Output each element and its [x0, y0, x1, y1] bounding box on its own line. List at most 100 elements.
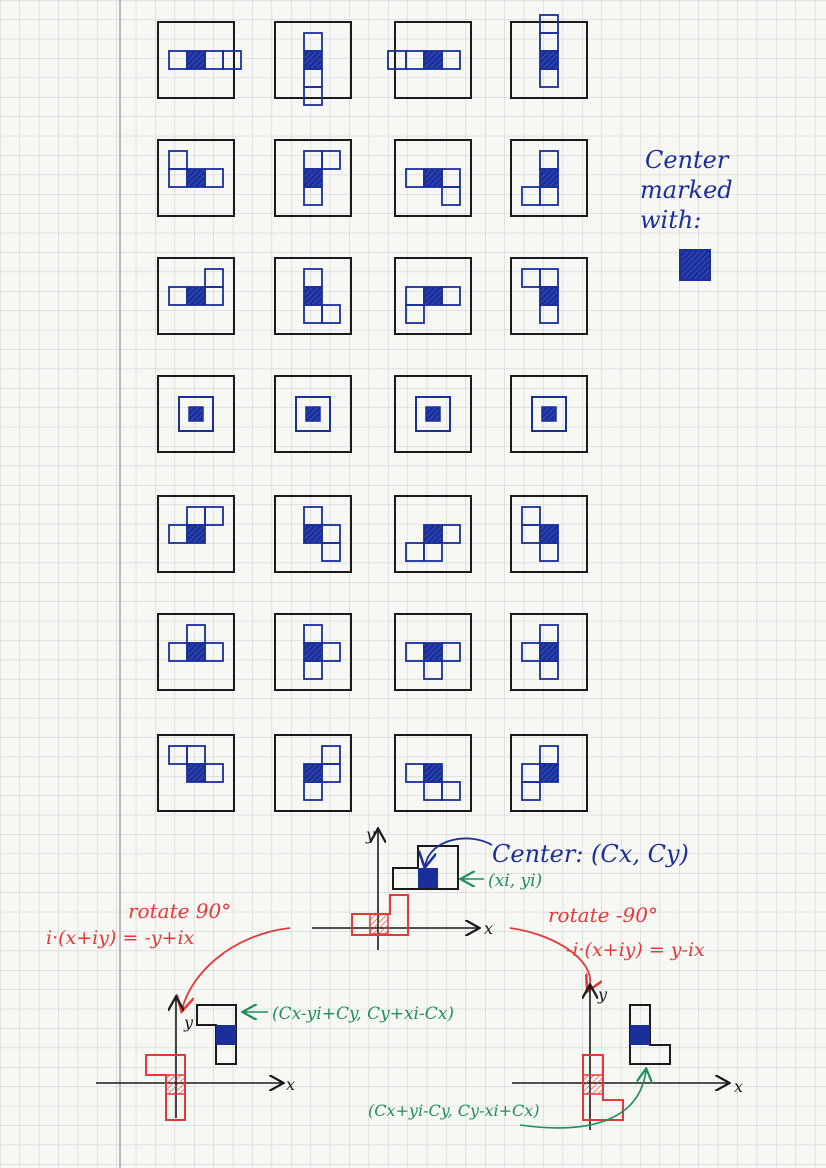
piece-block	[539, 268, 559, 288]
piece-frame	[510, 495, 588, 573]
left-x-label: x	[286, 1075, 295, 1094]
piece-cell-O-180	[394, 375, 472, 453]
center-marker	[423, 50, 443, 70]
piece-block	[539, 14, 559, 34]
right-y-label: y	[597, 985, 608, 1004]
piece-block	[303, 781, 323, 801]
right-result-arrow	[519, 1070, 646, 1129]
translated-center-cell	[369, 913, 389, 935]
piece-frame	[274, 257, 352, 335]
piece-cell-J-270	[510, 257, 588, 335]
piece-cell-S-270	[510, 495, 588, 573]
left-result-label: (Cx-yi+Cy, Cy+xi-Cx)	[272, 1004, 454, 1024]
piece-cell-J-180	[394, 257, 472, 335]
piece-cell-L-180	[394, 139, 472, 217]
center-x-label: x	[484, 919, 493, 938]
original-diagram: y x Center: (Cx, Cy) (xi, yi)	[312, 825, 689, 950]
piece-frame	[157, 734, 235, 812]
center-y-label: y	[365, 825, 376, 844]
piece-cell-Z-0	[157, 734, 235, 812]
piece-frame	[157, 495, 235, 573]
legend-line-1: Center	[645, 146, 730, 174]
left-translated-piece	[145, 1054, 186, 1121]
original-center-cell	[418, 868, 438, 888]
piece-block	[204, 763, 224, 783]
rotate-right-arrow	[509, 927, 590, 990]
center-marker	[305, 406, 321, 422]
piece-frame	[510, 375, 588, 453]
center-marker	[186, 286, 206, 306]
left-rotated-diagram: y x (Cx-yi+Cy, Cy+xi-Cx)	[96, 998, 454, 1121]
piece-outline	[531, 396, 567, 432]
piece-cell-S-0	[157, 495, 235, 573]
center-marker	[186, 168, 206, 188]
piece-block	[539, 745, 559, 765]
piece-cell-I-180	[387, 21, 472, 99]
piece-cell-O-270	[510, 375, 588, 453]
piece-frame	[394, 495, 472, 573]
piece-frame	[274, 139, 352, 217]
piece-cell-I-270	[510, 14, 588, 99]
center-marker	[303, 524, 323, 544]
legend-line-2: marked	[640, 176, 733, 204]
piece-cell-T-180	[394, 613, 472, 691]
rotate-left-arrow	[182, 927, 291, 1010]
center-marker	[186, 763, 206, 783]
piece-block	[539, 624, 559, 644]
center-marker	[541, 406, 557, 422]
center-marker	[539, 763, 559, 783]
piece-block	[405, 286, 425, 306]
piece-frame	[274, 734, 352, 812]
piece-cell-S-180	[394, 495, 472, 573]
piece-cell-L-90	[274, 139, 352, 217]
piece-cell-Z-90	[274, 734, 352, 812]
piece-frame	[394, 613, 472, 691]
right-rotated-diagram: y x (Cx+yi-Cy, Cy-xi+Cx)	[368, 985, 743, 1130]
piece-cell-T-0	[157, 613, 235, 691]
center-marker	[303, 168, 323, 188]
piece-frame	[274, 375, 352, 453]
piece-block	[521, 506, 541, 526]
center-marker	[423, 763, 443, 783]
piece-frame	[510, 21, 588, 99]
piece-block	[222, 50, 242, 70]
center-marker	[539, 524, 559, 544]
piece-frame	[274, 21, 352, 99]
center-marker	[423, 524, 443, 544]
piece-frame	[510, 139, 588, 217]
piece-frame	[157, 21, 235, 99]
piece-block	[303, 304, 323, 324]
piece-frame	[157, 257, 235, 335]
right-rotated-center	[630, 1025, 650, 1045]
left-translated-center	[165, 1074, 186, 1095]
rotate-right-title: rotate -90°	[548, 903, 658, 927]
piece-cell-L-270	[510, 139, 588, 217]
rotate-left-title: rotate 90°	[128, 899, 231, 923]
piece-cell-J-90	[274, 257, 352, 335]
piece-outline	[415, 396, 451, 432]
center-marker	[539, 286, 559, 306]
piece-cell-Z-180	[394, 734, 472, 812]
translated-piece	[351, 894, 409, 936]
piece-cell-T-270	[510, 613, 588, 691]
piece-frame	[394, 139, 472, 217]
center-marker	[539, 168, 559, 188]
piece-frame	[157, 139, 235, 217]
piece-block	[405, 642, 425, 662]
rotation-table	[157, 14, 588, 812]
legend: Center marked with:	[640, 146, 733, 281]
piece-frame	[510, 257, 588, 335]
center-marker	[303, 763, 323, 783]
rotate-right-formula: -i·(x+iy) = y-ix	[566, 939, 705, 961]
piece-cell-S-90	[274, 495, 352, 573]
center-marker	[423, 642, 443, 662]
piece-frame	[394, 375, 472, 453]
center-marker	[188, 406, 204, 422]
center-arrow	[425, 837, 493, 866]
piece-frame	[274, 495, 352, 573]
right-x-label: x	[734, 1077, 743, 1096]
legend-center-swatch	[679, 249, 711, 281]
piece-cell-Z-270	[510, 734, 588, 812]
